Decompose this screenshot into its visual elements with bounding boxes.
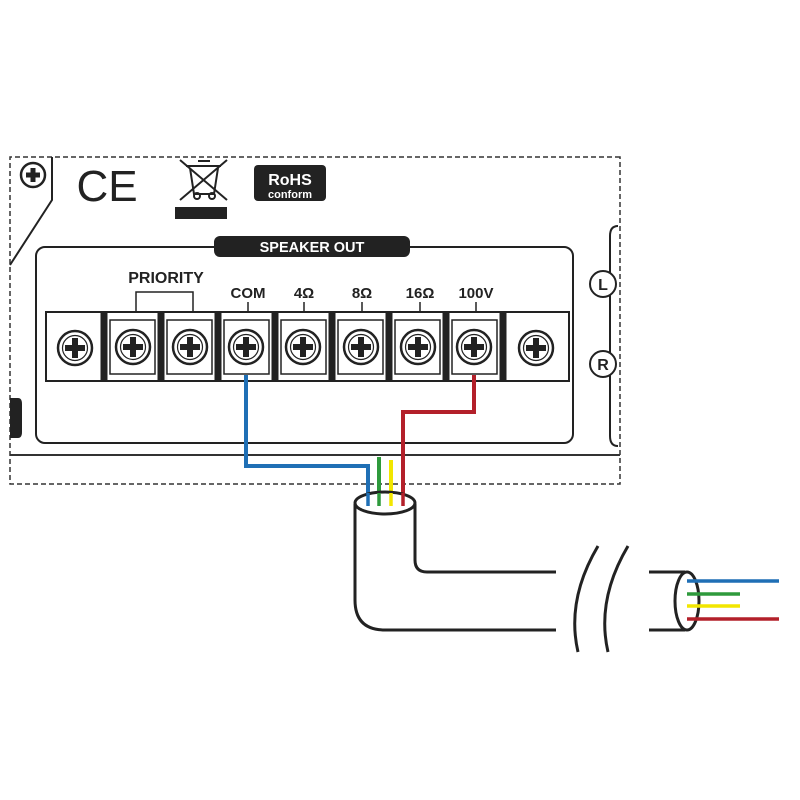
- corner-screw-icon: [19, 161, 47, 189]
- terminal-label-16ohm: 16Ω: [406, 285, 435, 302]
- priority-label: PRIORITY: [128, 270, 204, 287]
- rohs-label: RoHS: [268, 172, 312, 189]
- terminal-labels: COM 4Ω 8Ω 16Ω 100V: [231, 285, 494, 302]
- terminal-label-8ohm: 8Ω: [352, 285, 372, 302]
- screw-icon: [171, 328, 209, 366]
- weee-bin-icon: [175, 159, 228, 219]
- jack-l-label: L: [598, 277, 608, 294]
- jack-l: L: [589, 270, 617, 298]
- speaker-out-title-bg: [214, 236, 410, 257]
- priority-bracket: [135, 291, 194, 312]
- rohs-badge-icon: RoHS conform: [254, 165, 326, 201]
- cable: [353, 490, 556, 632]
- terminal-label-100v: 100V: [458, 285, 493, 302]
- terminal-label-ticks: [247, 302, 477, 312]
- screw-icon: [227, 328, 265, 366]
- device-left-bevel: [9, 157, 53, 266]
- device-side-tab: [10, 398, 22, 438]
- screw-icon: [342, 328, 380, 366]
- screw-icon: [56, 329, 94, 367]
- wire-red-100v: [401, 375, 476, 500]
- jack-r: R: [589, 350, 617, 378]
- wire-blue-com: [244, 375, 370, 500]
- terminal-label-com: COM: [231, 285, 266, 302]
- speaker-out-title: SPEAKER OUT: [260, 240, 365, 256]
- screw-icon: [455, 328, 493, 366]
- ce-mark-icon: CE: [76, 162, 137, 211]
- cable-break-marks: [573, 545, 630, 653]
- terminal-label-4ohm: 4Ω: [294, 285, 314, 302]
- screw-icon: [114, 328, 152, 366]
- jack-r-label: R: [597, 357, 609, 374]
- screw-icon: [517, 329, 555, 367]
- screw-icon: [399, 328, 437, 366]
- cable-end: [649, 570, 779, 632]
- rohs-conform-label: conform: [268, 189, 312, 201]
- screw-icon: [284, 328, 322, 366]
- side-panel-edge: [609, 225, 619, 447]
- device-outline: [9, 156, 621, 485]
